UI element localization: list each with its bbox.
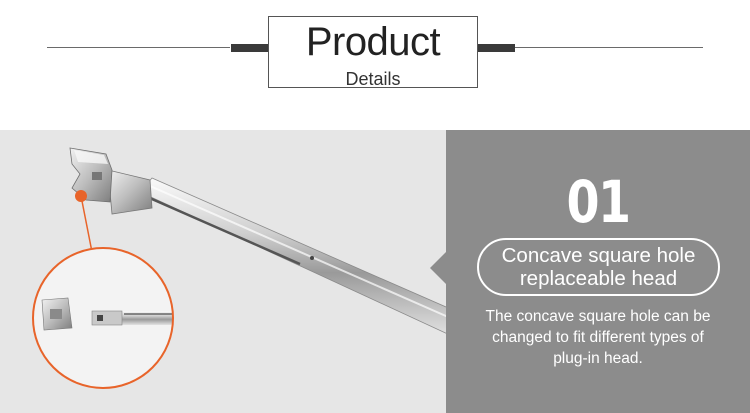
zoom-detail-circle bbox=[32, 247, 174, 389]
wrench-head bbox=[69, 147, 153, 215]
header-accent-left bbox=[231, 44, 270, 52]
feature-heading: Concave square hole replaceable head bbox=[477, 238, 720, 296]
feature-description-line1: The concave square hole can be bbox=[485, 308, 711, 325]
feature-number: 01 bbox=[566, 168, 632, 236]
header-accent-right bbox=[476, 44, 515, 52]
feature-description: The concave square hole can be changed t… bbox=[460, 306, 736, 369]
feature-description-line3: plug-in head. bbox=[553, 350, 643, 367]
header-rule-right bbox=[515, 47, 703, 48]
header-rule-left bbox=[47, 47, 230, 48]
wrench-handle bbox=[139, 177, 463, 337]
feature-description-line2: changed to fit different types of bbox=[492, 329, 704, 346]
torque-wrench-illustration bbox=[32, 147, 463, 389]
page-title: Product bbox=[305, 20, 441, 64]
title-box: Product Details bbox=[268, 16, 478, 89]
page-subtitle: Details bbox=[345, 69, 401, 89]
panel-pointer bbox=[430, 252, 446, 284]
feature-heading-line2: replaceable head bbox=[519, 267, 678, 290]
feature-heading-line1: Concave square hole bbox=[501, 244, 696, 267]
callout-marker bbox=[75, 190, 93, 253]
page-header: Product Details bbox=[0, 0, 750, 130]
